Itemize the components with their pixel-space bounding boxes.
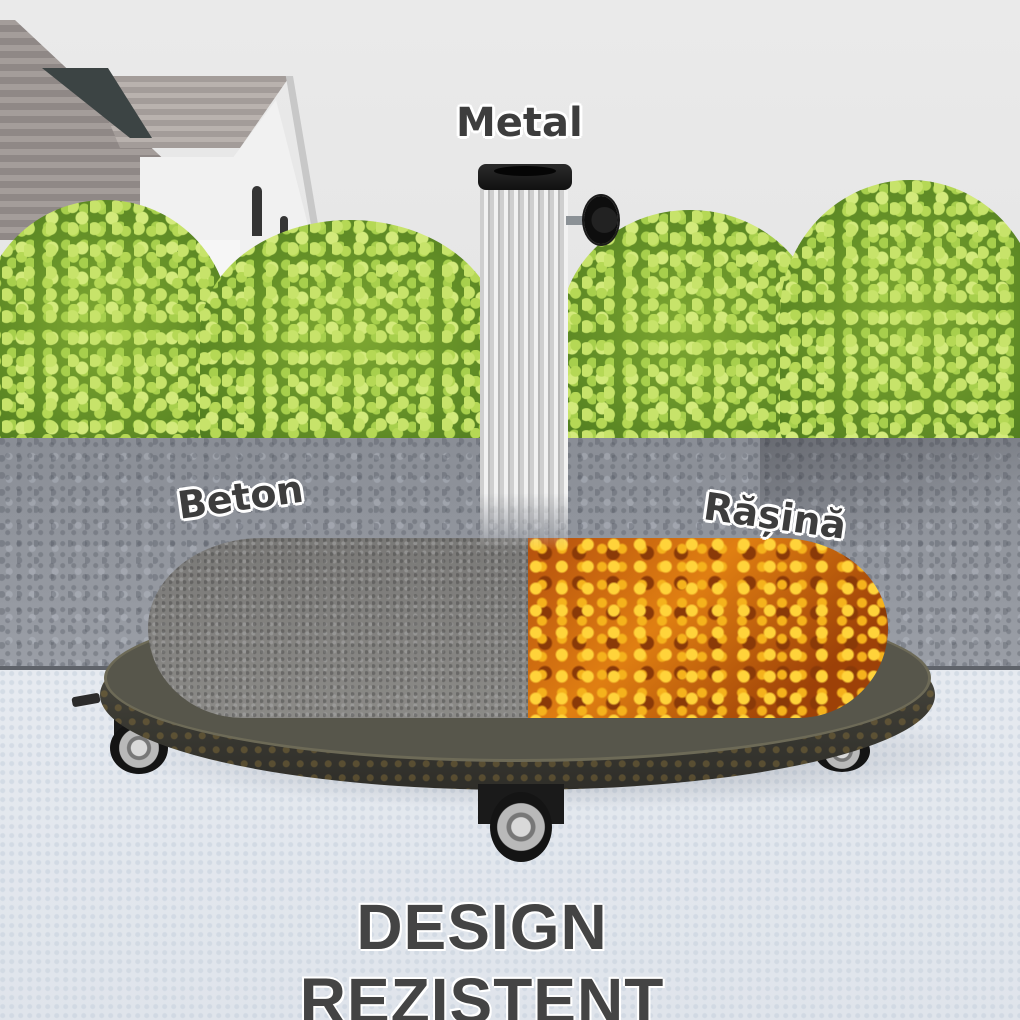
resin-half [528, 538, 888, 718]
label-metal: Metal [456, 100, 583, 146]
concrete-half [148, 538, 528, 718]
tightening-knob-icon [584, 196, 618, 244]
bush [200, 220, 500, 450]
house-window [280, 216, 288, 242]
bush [780, 180, 1020, 450]
metal-pole [480, 170, 568, 550]
knob-screw [566, 216, 588, 225]
wall-shadow [760, 438, 1020, 558]
castor-wheel-front [490, 792, 552, 862]
hedge [0, 180, 1020, 450]
pole-opening [494, 166, 556, 176]
headline: DESIGN REZISTENT [299, 891, 665, 1020]
bush [560, 210, 820, 450]
bush [0, 200, 230, 450]
umbrella-base [100, 530, 935, 790]
house-window [252, 186, 262, 236]
